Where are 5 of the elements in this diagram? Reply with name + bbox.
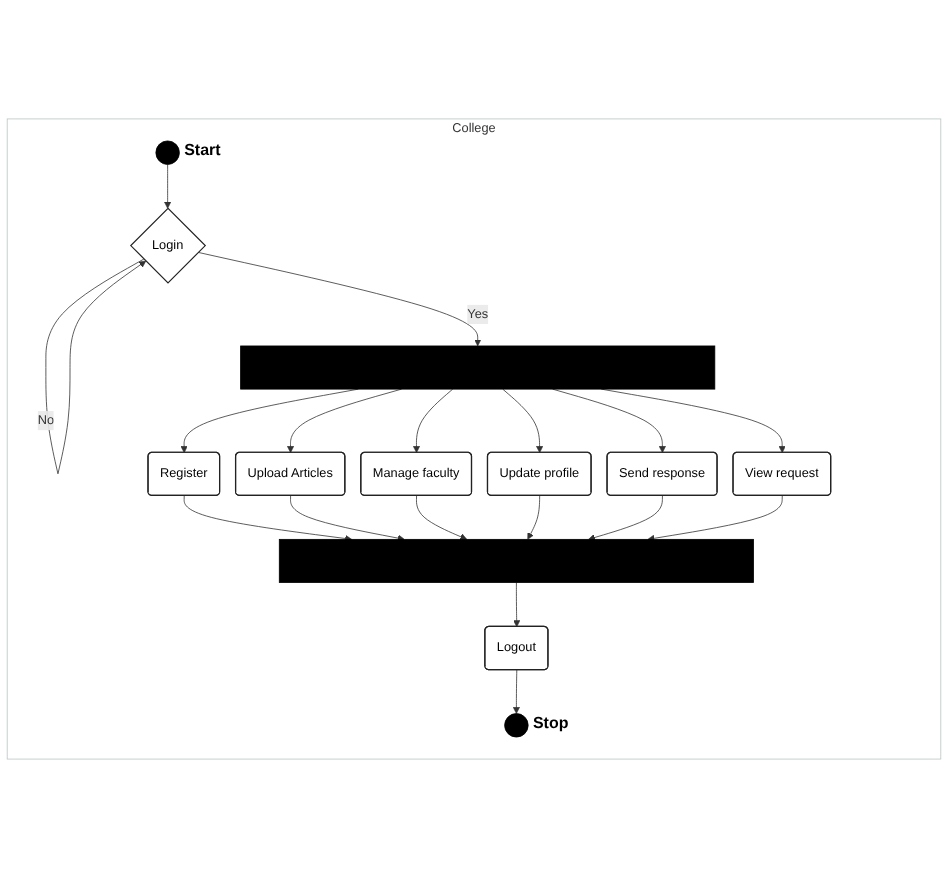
node-caption: Stop [532,713,569,732]
node-bar [278,538,754,583]
node-bar [240,345,716,390]
node-caption: Start [184,141,221,160]
node-diamond [129,207,207,284]
